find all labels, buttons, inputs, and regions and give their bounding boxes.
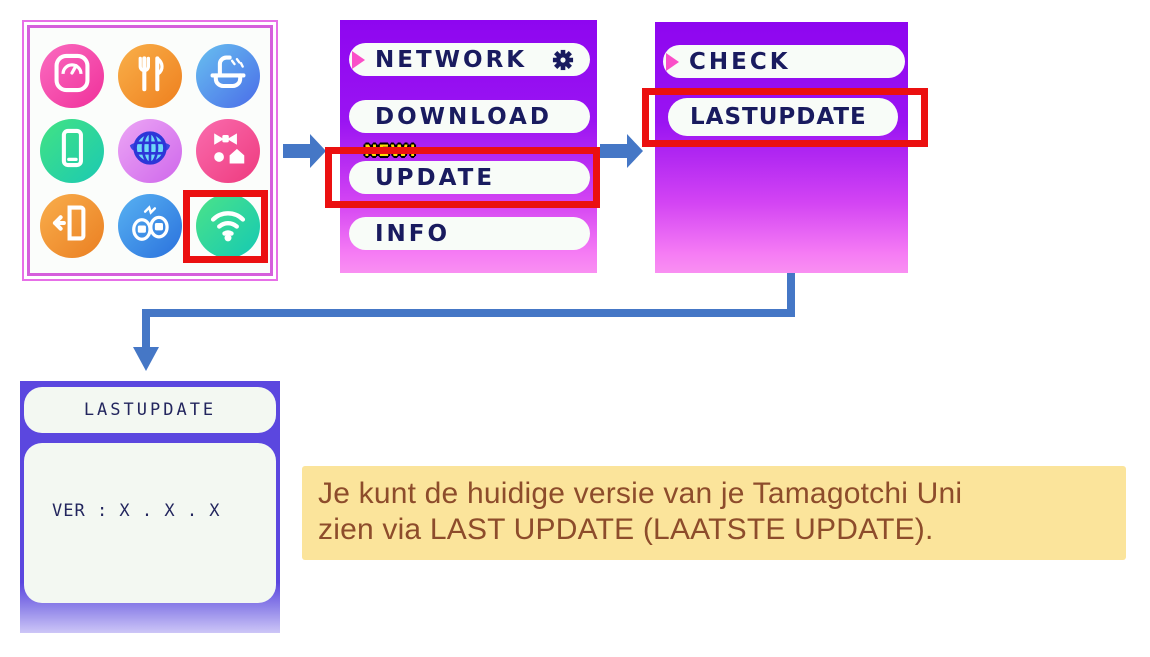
menu-item-lastupdate[interactable]: LASTUPDATE — [668, 98, 898, 136]
scale-app-button[interactable] — [40, 43, 104, 108]
food-icon — [124, 47, 176, 104]
menu-item-label: DOWNLOAD — [375, 103, 552, 130]
toys-app-button[interactable] — [196, 118, 260, 183]
wifi-app-button[interactable] — [196, 193, 260, 258]
globe-icon — [122, 120, 178, 181]
flow-arrow-right-1 — [283, 132, 327, 175]
update-menu-screen: CHECK LASTUPDATE — [655, 22, 908, 273]
door-app-button[interactable] — [40, 193, 104, 258]
version-text: VER : X . X . X — [52, 501, 221, 521]
cursor-icon — [352, 50, 365, 69]
devices-app-button[interactable] — [118, 193, 182, 258]
menu-item-label: NETWORK — [375, 46, 528, 73]
wifi-icon — [200, 195, 256, 256]
home-menu-grid — [27, 25, 273, 276]
door-icon — [46, 197, 98, 254]
menu-item-network[interactable]: NETWORK — [349, 43, 590, 76]
menu-item-update[interactable]: UPDATE — [349, 161, 590, 194]
highlight-box-lastupdate — [642, 88, 928, 147]
menu-item-label: INFO — [375, 220, 451, 247]
gear-icon — [552, 49, 574, 71]
phone-app-button[interactable] — [40, 118, 104, 183]
bath-app-button[interactable] — [196, 43, 260, 108]
phone-icon — [46, 122, 98, 179]
note-line-2: zien via LAST UPDATE (LAATSTE UPDATE). — [318, 513, 934, 546]
highlight-box-wifi — [183, 190, 268, 263]
globe-app-button[interactable] — [118, 118, 182, 183]
flow-arrow-elbow-down — [133, 273, 803, 378]
flow-arrow-right-2 — [600, 132, 644, 175]
lastupdate-title: LASTUPDATE — [24, 387, 276, 433]
menu-item-label: LASTUPDATE — [690, 104, 867, 130]
cursor-icon — [666, 52, 679, 71]
menu-item-download[interactable]: DOWNLOAD — [349, 100, 590, 133]
lastupdate-screen: LASTUPDATE VER : X . X . X — [20, 381, 280, 633]
note-line-1: Je kunt de huidige versie van je Tamagot… — [318, 477, 963, 510]
scale-icon — [46, 47, 98, 104]
food-app-button[interactable] — [118, 43, 182, 108]
menu-item-label: UPDATE — [375, 164, 496, 191]
devices-icon — [124, 197, 176, 254]
note-box: Je kunt de huidige versie van je Tamagot… — [302, 466, 1126, 560]
highlight-box-update — [325, 147, 600, 208]
menu-item-check[interactable]: CHECK — [663, 45, 905, 78]
bath-icon — [202, 47, 254, 104]
menu-item-info[interactable]: INFO — [349, 217, 590, 250]
network-menu-screen: NETWORK DOWNLOAD NEW! UPDATE INFO — [340, 20, 597, 273]
version-panel: VER : X . X . X — [24, 443, 276, 603]
toys-icon — [202, 122, 254, 179]
menu-item-label: CHECK — [689, 48, 791, 75]
home-menu-screen — [22, 20, 278, 281]
